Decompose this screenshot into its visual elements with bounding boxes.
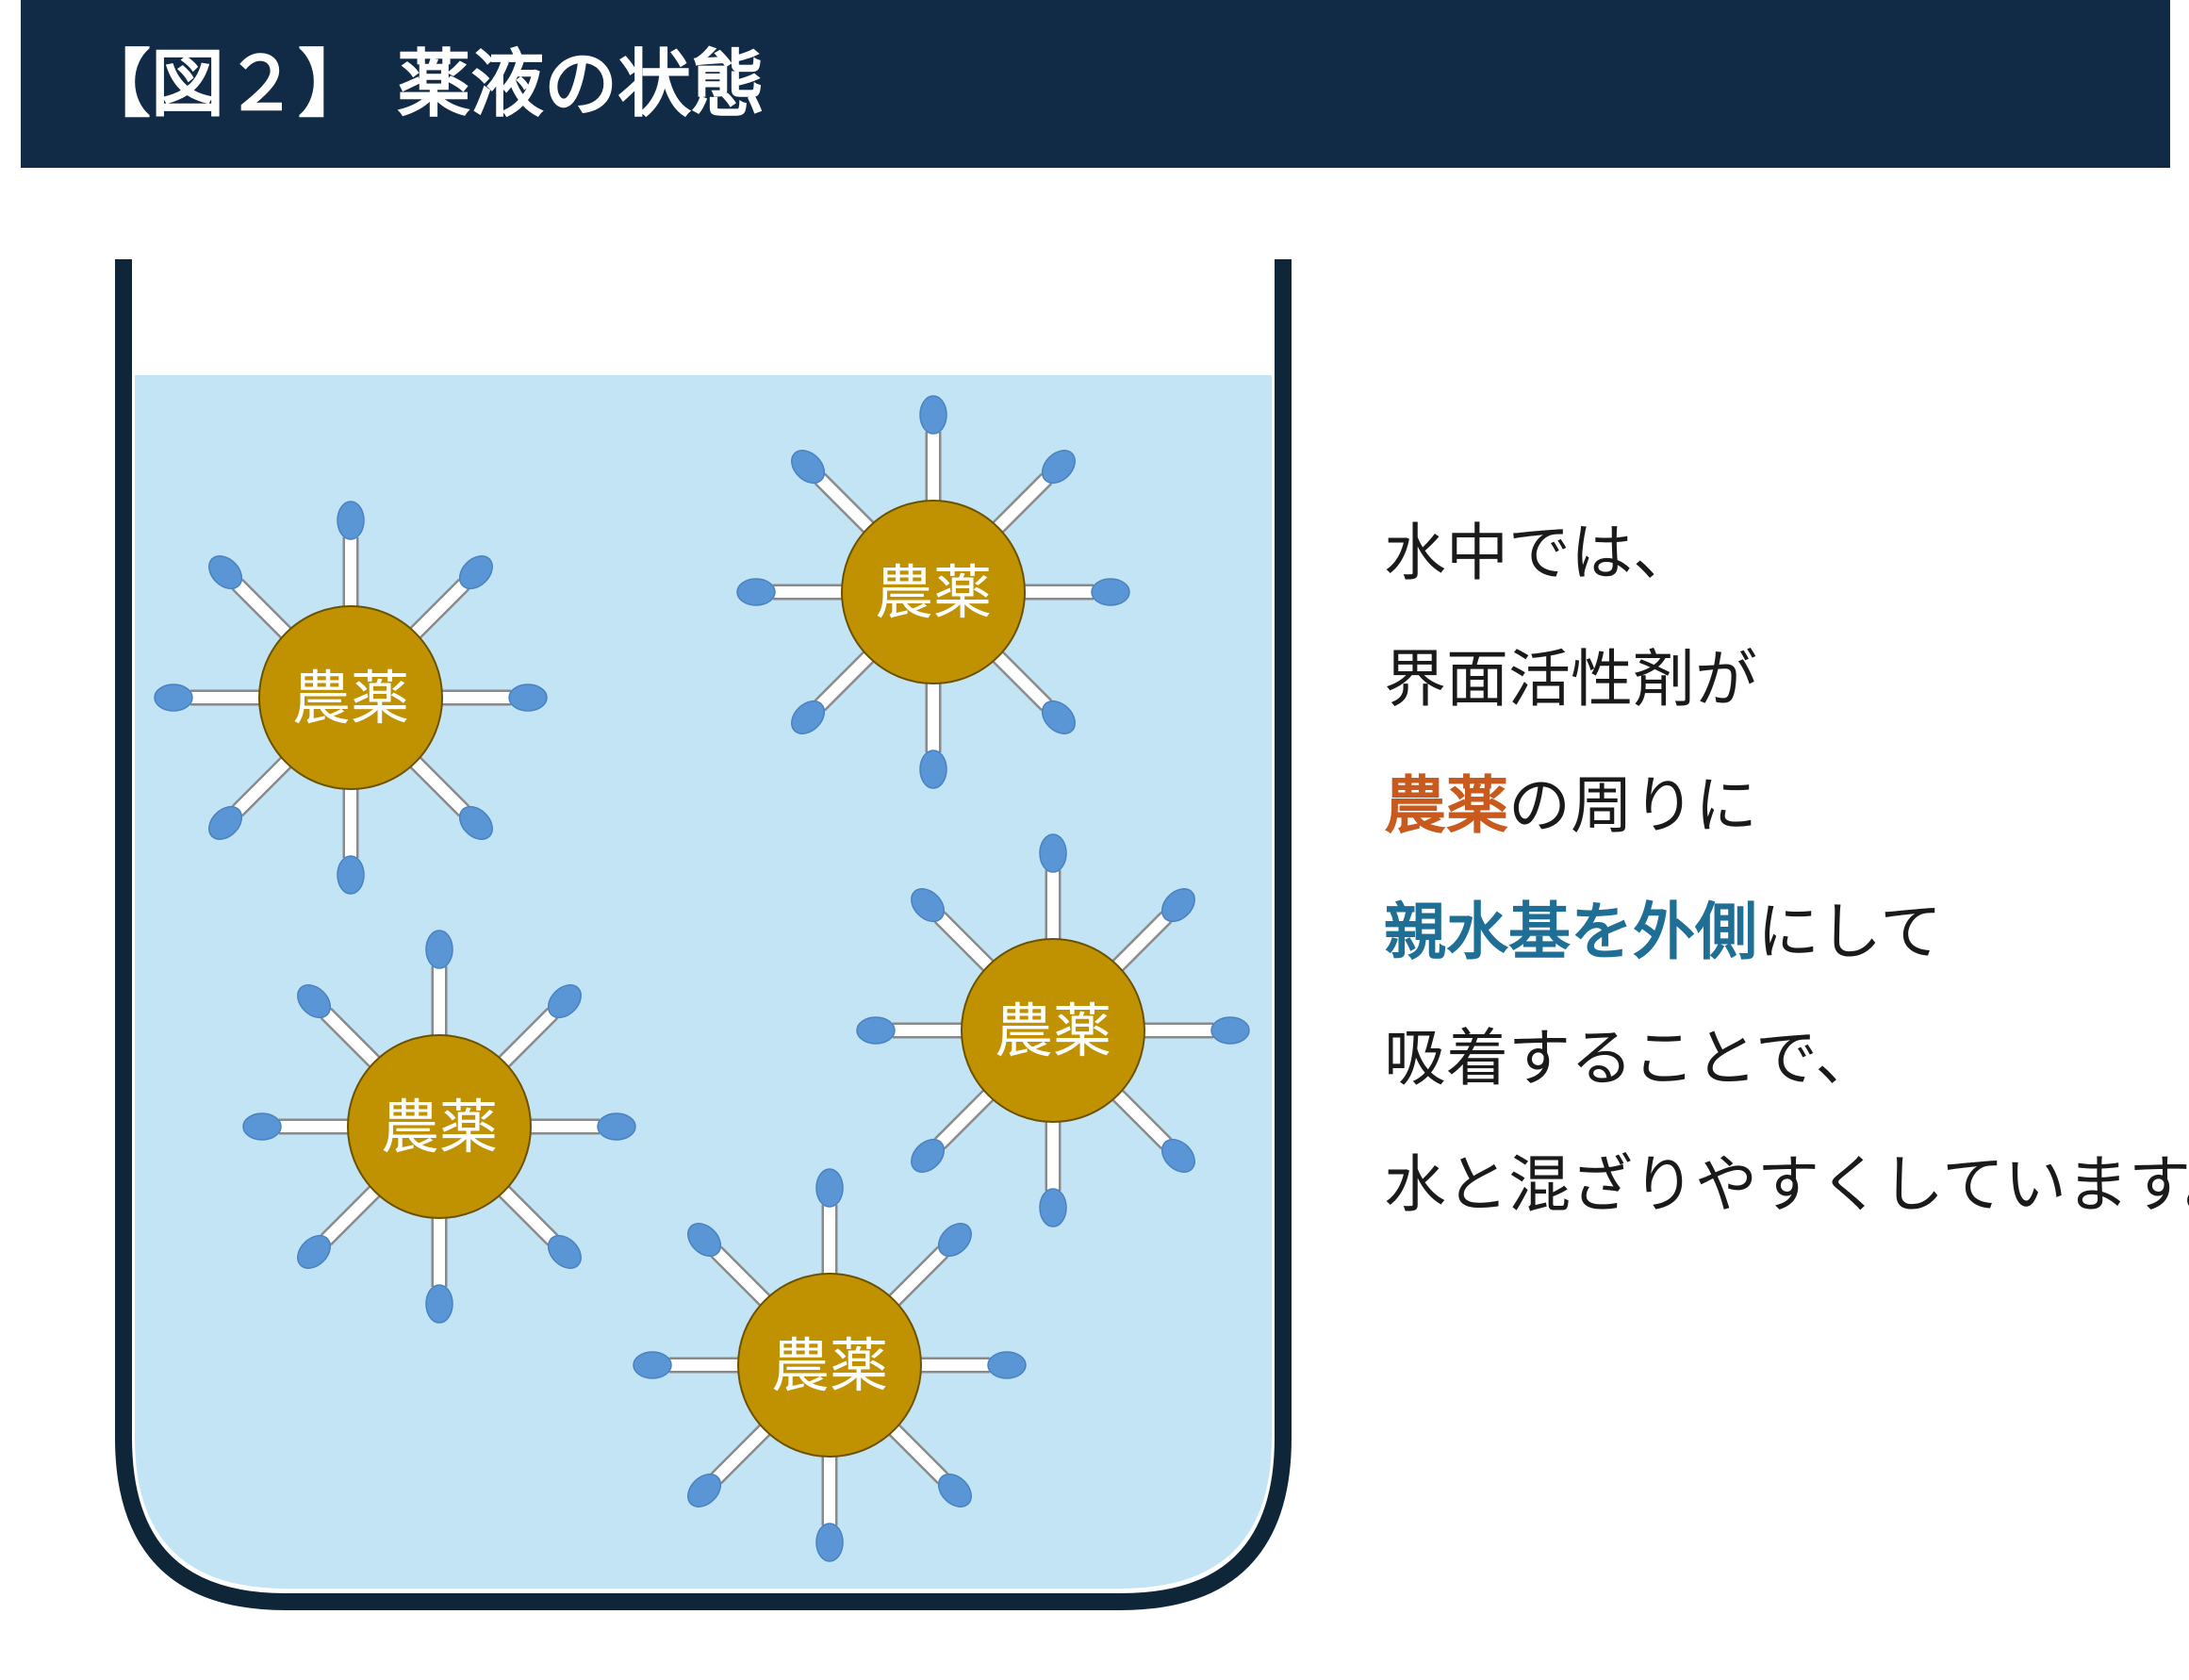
explanation-text: 水中では、 bbox=[1384, 517, 1695, 589]
hydrophilic-head bbox=[987, 1351, 1027, 1379]
hydrophilic-head bbox=[736, 578, 776, 606]
hydrophilic-head bbox=[1041, 450, 1076, 485]
explanation-line-4: 親水基を外側にして bbox=[1384, 869, 2176, 996]
explanation-panel: 水中では、 界面活性剤が 農薬の周りに 親水基を外側にして 吸着することで、 水… bbox=[1384, 490, 2189, 1248]
hydrophilic-head bbox=[687, 1473, 722, 1507]
hydrophilic-head bbox=[1160, 1138, 1195, 1173]
hydrophilic-head bbox=[458, 805, 493, 840]
explanation-line-1: 水中では、 bbox=[1384, 490, 2176, 617]
highlight-hydrophilic-outside: 親水基を外側 bbox=[1384, 896, 1757, 968]
hydrophilic-head bbox=[208, 805, 243, 840]
explanation-text: の周りに bbox=[1508, 769, 1757, 842]
hydrophilic-head bbox=[458, 555, 493, 590]
hydrophilic-head bbox=[508, 684, 548, 712]
pesticide-particle bbox=[258, 605, 443, 790]
surfactant-micelle: 農薬 bbox=[242, 930, 636, 1324]
hydrophilic-head bbox=[687, 1223, 722, 1258]
hydrophilic-head bbox=[815, 1168, 844, 1208]
explanation-line-6: 水と混ざりやすくしています。 bbox=[1384, 1122, 2189, 1248]
hydrophilic-head bbox=[919, 749, 947, 789]
hydrophilic-head bbox=[425, 930, 453, 969]
hydrophilic-head bbox=[1039, 833, 1067, 873]
hydrophilic-head bbox=[791, 450, 826, 485]
pesticide-label: 農薬 bbox=[292, 664, 409, 733]
hydrophilic-head bbox=[208, 555, 243, 590]
surfactant-micelle: 農薬 bbox=[154, 501, 548, 895]
hydrophilic-head bbox=[297, 1234, 332, 1269]
hydrophilic-head bbox=[297, 984, 332, 1019]
hydrophilic-head bbox=[1210, 1016, 1250, 1045]
surfactant-micelle: 農薬 bbox=[736, 395, 1130, 789]
hydrophilic-head bbox=[242, 1112, 282, 1141]
hydrophilic-head bbox=[791, 700, 826, 734]
explanation-line-5: 吸着することで、 bbox=[1384, 996, 2176, 1122]
title-bar: 【図２】 薬液の状態 bbox=[21, 0, 2170, 168]
explanation-text: 界面活性剤が bbox=[1384, 643, 1757, 716]
pesticide-particle bbox=[841, 500, 1026, 684]
surfactant-micelle: 農薬 bbox=[633, 1168, 1027, 1562]
pesticide-particle bbox=[737, 1273, 922, 1458]
hydrophilic-head bbox=[1091, 578, 1130, 606]
hydrophilic-head bbox=[337, 855, 365, 895]
hydrophilic-head bbox=[633, 1351, 672, 1379]
hydrophilic-head bbox=[547, 1234, 582, 1269]
explanation-line-2: 界面活性剤が bbox=[1384, 617, 2176, 743]
hydrophilic-head bbox=[425, 1284, 453, 1324]
hydrophilic-head bbox=[547, 984, 582, 1019]
hydrophilic-head bbox=[337, 501, 365, 540]
hydrophilic-head bbox=[911, 1138, 946, 1173]
hydrophilic-head bbox=[154, 684, 193, 712]
explanation-text: にして bbox=[1757, 896, 1943, 968]
pesticide-label: 農薬 bbox=[995, 996, 1111, 1065]
surfactant-micelle: 農薬 bbox=[856, 833, 1250, 1227]
page-title: 【図２】 薬液の状態 bbox=[77, 42, 765, 127]
beaker-outline bbox=[115, 259, 1292, 1610]
highlight-pesticide: 農薬 bbox=[1384, 769, 1508, 842]
explanation-line-3: 農薬の周りに bbox=[1384, 743, 2176, 869]
hydrophilic-head bbox=[1039, 1188, 1067, 1227]
hydrophilic-head bbox=[911, 888, 946, 923]
hydrophilic-head bbox=[1041, 700, 1076, 734]
pesticide-particle bbox=[347, 1034, 532, 1219]
hydrophilic-head bbox=[937, 1223, 972, 1258]
pesticide-label: 農薬 bbox=[381, 1093, 498, 1161]
hydrophilic-head bbox=[937, 1473, 972, 1507]
hydrophilic-head bbox=[856, 1016, 896, 1045]
explanation-text: 吸着することで、 bbox=[1384, 1022, 1878, 1095]
hydrophilic-head bbox=[919, 395, 947, 435]
pesticide-label: 農薬 bbox=[771, 1331, 888, 1400]
pesticide-particle bbox=[961, 938, 1145, 1123]
pesticide-label: 農薬 bbox=[875, 558, 992, 627]
hydrophilic-head bbox=[815, 1523, 844, 1562]
explanation-text: 水と混ざりやすくしています。 bbox=[1384, 1148, 2189, 1221]
hydrophilic-head bbox=[597, 1112, 636, 1141]
hydrophilic-head bbox=[1160, 888, 1195, 923]
